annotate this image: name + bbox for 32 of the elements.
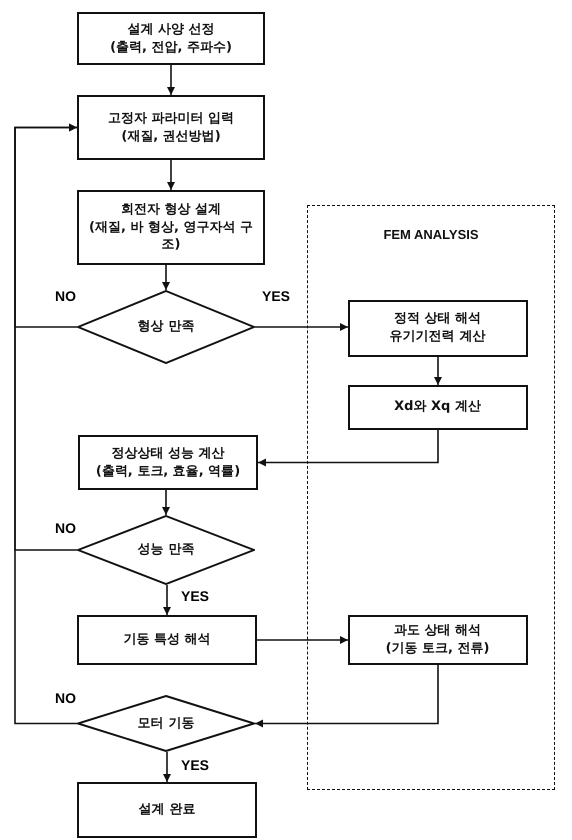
arrow [163, 585, 171, 615]
arrow [14, 124, 77, 724]
process-box: 회전자 형상 설계 (재질, 바 형상, 영구자석 구조) [77, 190, 265, 265]
edge-label: YES [181, 588, 210, 604]
process-box: 기동 특성 해석 [77, 615, 257, 665]
frame-title: FEM ANALYSIS [382, 226, 480, 244]
process-box: 정상상태 성능 계산 (출력, 토크, 효율, 역률) [78, 435, 258, 490]
edge-label: NO [55, 520, 76, 536]
arrow [167, 160, 175, 190]
arrow [255, 665, 439, 728]
edge-label: YES [262, 288, 290, 304]
process-box: 설계 완료 [77, 782, 257, 838]
edge-label: YES [181, 757, 210, 773]
dashed-frame [307, 205, 555, 790]
process-box: Xd와 Xq 계산 [348, 384, 528, 430]
process-box: 고정자 파라미터 입력 (재질, 권선방법) [77, 95, 265, 160]
arrow [162, 265, 170, 290]
process-box: 과도 상태 해석 (기동 토크, 전류) [348, 614, 528, 664]
arrow [255, 323, 348, 331]
edge-label: NO [55, 690, 76, 706]
arrow [167, 65, 175, 95]
arrow [162, 490, 170, 515]
arrow [434, 357, 442, 385]
arrow [163, 752, 171, 782]
decision-diamond: 모터 기동 [77, 695, 255, 752]
process-box: 설계 사양 선정 (출력, 전압, 주파수) [77, 12, 265, 65]
decision-diamond: 성능 만족 [77, 515, 255, 585]
edge-label: NO [55, 288, 76, 304]
process-box: 정적 상태 해석 유기기전력 계산 [348, 300, 528, 356]
decision-diamond: 형상 만족 [77, 290, 255, 364]
arrow [258, 430, 439, 466]
arrow [257, 636, 348, 644]
